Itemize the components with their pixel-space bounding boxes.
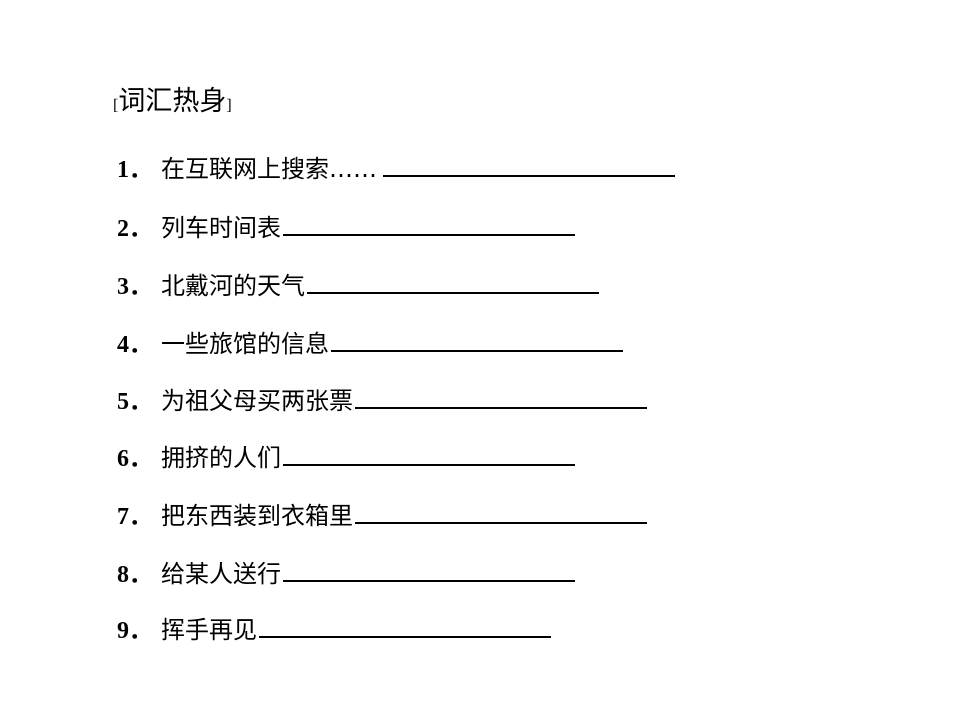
item-phrase: 给某人送行 bbox=[161, 560, 281, 588]
item-number: 2． bbox=[117, 216, 153, 242]
item-number: 7． bbox=[117, 504, 153, 530]
vocab-item: 3． 北戴河的天气 bbox=[117, 270, 599, 300]
vocab-item: 7． 把东西装到衣箱里 bbox=[117, 500, 647, 530]
vocab-item: 1． 在互联网上搜索…… bbox=[117, 153, 675, 183]
answer-blank[interactable] bbox=[383, 153, 675, 177]
vocab-item: 8． 给某人送行 bbox=[117, 558, 575, 588]
answer-blank[interactable] bbox=[283, 442, 575, 466]
item-number: 6． bbox=[117, 446, 153, 472]
answer-blank[interactable] bbox=[355, 500, 647, 524]
vocab-item: 2． 列车时间表 bbox=[117, 212, 575, 242]
item-phrase: 拥挤的人们 bbox=[161, 444, 281, 472]
answer-blank[interactable] bbox=[283, 558, 575, 582]
item-number: 4． bbox=[117, 332, 153, 358]
item-number: 9． bbox=[117, 618, 153, 644]
item-number: 8． bbox=[117, 562, 153, 588]
vocab-item: 6． 拥挤的人们 bbox=[117, 442, 575, 472]
section-title-text: 词汇热身 bbox=[118, 86, 227, 117]
vocab-item: 4． 一些旅馆的信息 bbox=[117, 328, 623, 358]
answer-blank[interactable] bbox=[307, 270, 599, 294]
item-number: 5． bbox=[117, 389, 153, 415]
item-number: 3． bbox=[117, 274, 153, 300]
section-title: [词汇热身] bbox=[113, 82, 232, 122]
open-bracket: [ bbox=[113, 97, 119, 114]
vocab-item: 5． 为祖父母买两张票 bbox=[117, 385, 647, 415]
answer-blank[interactable] bbox=[259, 614, 551, 638]
item-number: 1． bbox=[117, 157, 153, 183]
item-phrase: 列车时间表 bbox=[161, 214, 281, 242]
answer-blank[interactable] bbox=[355, 385, 647, 409]
vocab-item: 9． 挥手再见 bbox=[117, 614, 551, 644]
item-phrase: 一些旅馆的信息 bbox=[161, 330, 329, 358]
item-phrase: 把东西装到衣箱里 bbox=[161, 502, 353, 530]
item-phrase: 挥手再见 bbox=[161, 616, 257, 644]
close-bracket: ] bbox=[226, 97, 232, 114]
answer-blank[interactable] bbox=[331, 328, 623, 352]
answer-blank[interactable] bbox=[283, 212, 575, 236]
item-phrase: 在互联网上搜索…… bbox=[161, 155, 377, 183]
item-phrase: 为祖父母买两张票 bbox=[161, 387, 353, 415]
item-phrase: 北戴河的天气 bbox=[161, 272, 305, 300]
